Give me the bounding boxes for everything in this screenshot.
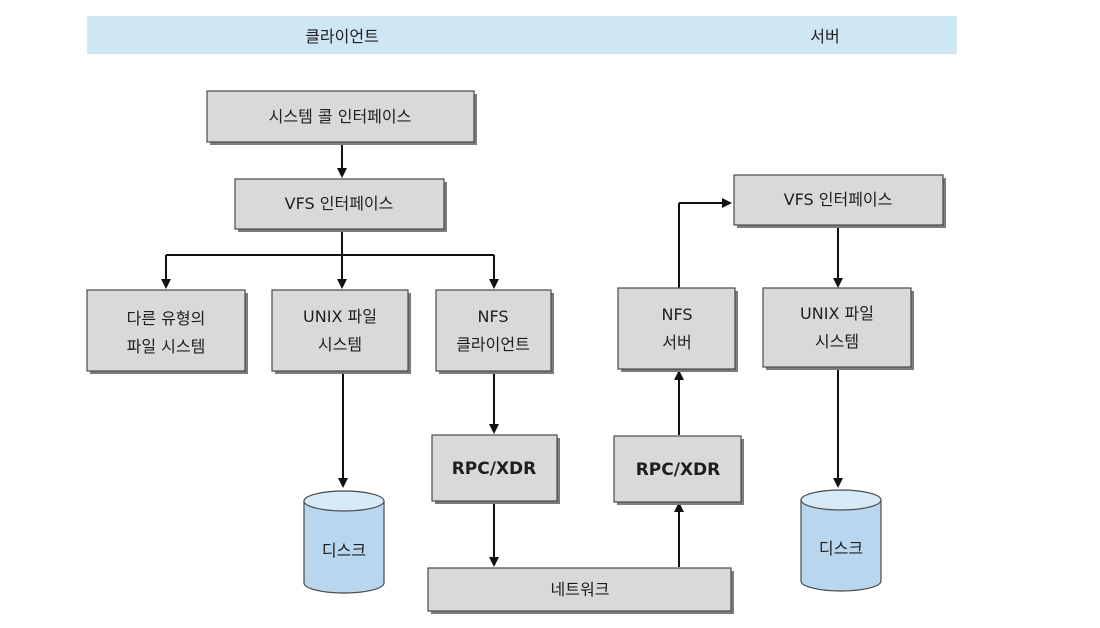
network-box: 네트워크 [427,567,734,614]
server-unix-fs-label-line1: UNIX 파일 [800,304,874,323]
client-disk-label: 디스크 [322,541,366,560]
client-disk-body [303,500,385,594]
nfs-server-label-line1: NFS [661,305,692,324]
syscall-interface-label: 시스템 콜 인터페이스 [269,107,412,126]
nfs-server-label-line2: 서버 [662,333,691,352]
server-unix-fs-box: UNIX 파일 시스템 [762,287,914,370]
client-unix-fs-label-line2: 시스템 [318,335,362,354]
arrowhead [674,502,684,512]
client-rpc-xdr-box: RPC/XDR [431,434,560,504]
network-label: 네트워크 [551,580,610,599]
nfs-client-label-line1: NFS [477,307,508,326]
connectors [161,143,843,567]
header-band: 클라이언트 서버 [87,16,957,54]
arrowhead [674,370,684,380]
arrowhead [161,279,171,289]
arrowhead [833,278,843,288]
client-unix-fs-label-line1: UNIX 파일 [303,307,377,326]
arrowhead [338,478,348,488]
server-disk-body [800,499,882,592]
client-vfs-interface-label: VFS 인터페이스 [285,194,394,213]
arrowhead [489,424,499,434]
nfs-client-box: NFS 클라이언트 [435,289,554,374]
arrowhead [833,478,843,488]
server-rpc-xdr-box: RPC/XDR [613,435,744,505]
arrowhead [489,279,499,289]
server-vfs-interface-label: VFS 인터페이스 [784,190,893,209]
syscall-interface-box: 시스템 콜 인터페이스 [206,90,477,145]
server-disk-label: 디스크 [819,539,863,558]
other-fs-label-line1: 다른 유형의 [127,309,206,328]
arrowhead [337,168,347,178]
client-unix-fs-box: UNIX 파일 시스템 [271,289,411,374]
server-unix-fs-label-line2: 시스템 [815,332,859,351]
server-disk-top [800,489,882,511]
client-rpc-xdr-label: RPC/XDR [452,459,537,479]
server-disk: 디스크 [800,489,882,592]
client-disk: 디스크 [303,490,385,594]
arrowhead [722,198,732,208]
arrowhead [337,279,347,289]
client-header-label: 클라이언트 [305,27,379,46]
server-vfs-interface-box: VFS 인터페이스 [733,174,946,228]
header-band-background [87,16,957,54]
client-disk-top [303,490,385,512]
nfs-server-box: NFS 서버 [617,287,738,372]
server-header-label: 서버 [810,27,839,46]
arrowhead [489,557,499,567]
client-vfs-interface-box: VFS 인터페이스 [234,178,447,232]
nfs-client-label-line2: 클라이언트 [456,335,530,354]
other-fs-label-line2: 파일 시스템 [127,337,206,356]
server-rpc-xdr-label: RPC/XDR [636,460,721,480]
other-fs-box: 다른 유형의 파일 시스템 [86,289,248,374]
